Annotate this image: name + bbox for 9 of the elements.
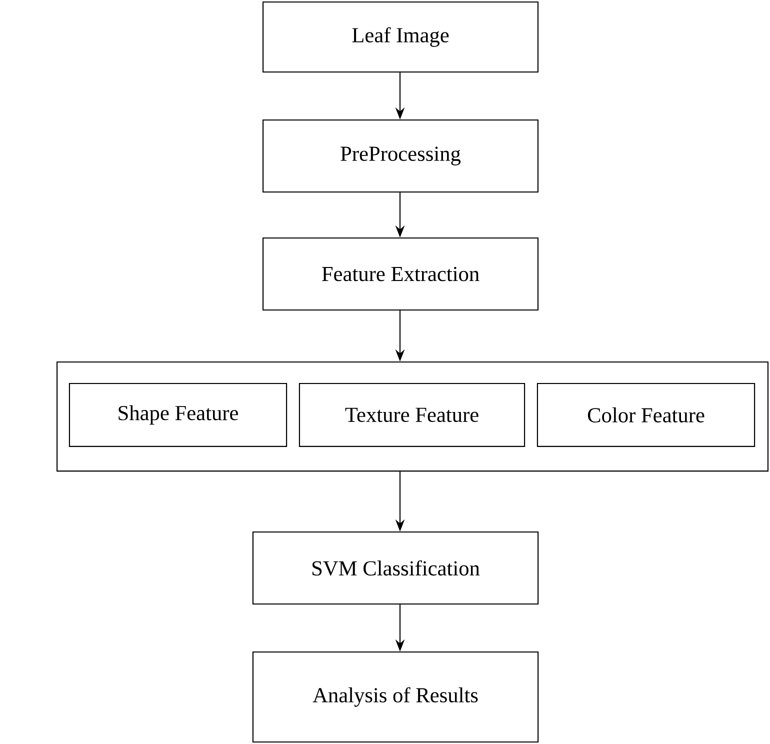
process-box: Analysis of Results	[252, 651, 539, 743]
process-box: PreProcessing	[262, 119, 538, 193]
process-box: SVM Classification	[252, 531, 539, 605]
group-box	[56, 361, 768, 472]
process-box: Leaf Image	[262, 1, 538, 73]
feature-box: Color Feature	[536, 382, 756, 447]
feature-box: Texture Feature	[298, 382, 526, 447]
feature-box: Shape Feature	[68, 382, 288, 447]
process-box: Feature Extraction	[262, 237, 538, 311]
